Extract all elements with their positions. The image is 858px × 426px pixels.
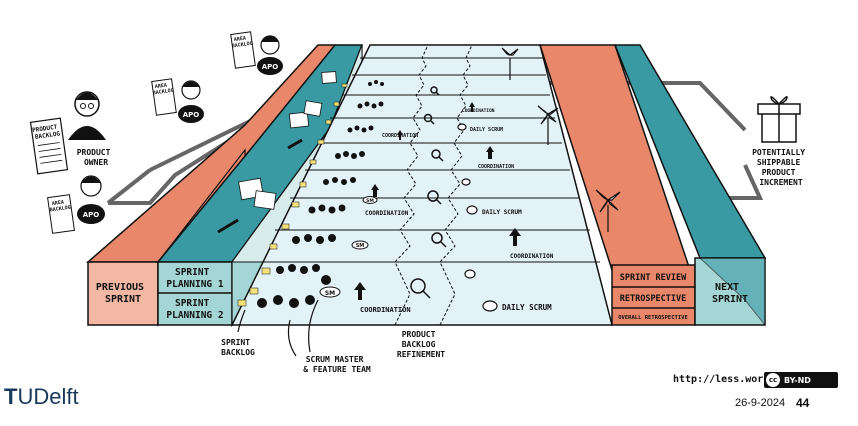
apo-person-1: APO xyxy=(257,36,283,75)
product-owner-label: PRODUCT OWNER xyxy=(77,148,116,167)
page-number: 44 xyxy=(796,396,809,410)
slide-date: 26-9-2024 xyxy=(735,397,785,409)
daily-scrum-label-1: DAILY SCRUM xyxy=(502,303,552,312)
less-works-url[interactable]: http://less.works xyxy=(673,374,775,385)
coordination-label-3: COORDINATION xyxy=(365,210,409,217)
svg-text:APO: APO xyxy=(183,111,200,119)
coordination-label-4: COORDINATION xyxy=(478,164,514,170)
cc-icon: cc xyxy=(766,373,780,387)
svg-text:APO: APO xyxy=(83,211,100,219)
svg-text:SM: SM xyxy=(356,243,365,249)
gift-box-icon xyxy=(758,97,800,142)
next-sprint-label: NEXT SPRINT xyxy=(712,282,748,305)
logo-t: T xyxy=(4,384,17,410)
logo-text: UDelft xyxy=(17,384,78,410)
coordination-label-2: COORDINATION xyxy=(510,253,554,260)
overall-retrospective-label: OVERALL RETROSPECTIVE xyxy=(618,315,688,321)
potentially-shippable-label: POTENTIALLY SHIPPABLE PRODUCT INCREMENT xyxy=(752,148,810,187)
apo-person-2: APO xyxy=(178,81,204,123)
coordination-label-5: COORDINATION xyxy=(382,133,418,139)
scrum-master-team-label: SCRUM MASTER & FEATURE TEAM xyxy=(303,355,371,374)
svg-text:SM: SM xyxy=(325,290,335,297)
retrospective-label: RETROSPECTIVE xyxy=(620,294,687,304)
tudelft-logo: TUDelft xyxy=(4,384,79,410)
product-owner xyxy=(68,92,106,140)
product-backlog-refinement-label: PRODUCT BACKLOG REFINEMENT xyxy=(397,330,445,359)
svg-text:SM: SM xyxy=(366,198,374,204)
daily-scrum-label-2: DAILY SCRUM xyxy=(482,209,522,216)
svg-text:APO: APO xyxy=(262,63,279,71)
sprint-review-label: SPRINT REVIEW xyxy=(620,273,687,283)
cc-license-badge: cc BY-ND xyxy=(764,372,838,388)
apo-person-3: APO xyxy=(77,176,105,224)
area-backlog-doc-3: AREA BACKLOG xyxy=(48,195,75,234)
coordination-label-6: COORDINATION xyxy=(462,108,495,114)
product-backlog-doc: PRODUCT BACKLOG xyxy=(31,118,68,174)
sprint-backlog-label: SPRINT BACKLOG xyxy=(221,338,255,357)
coordination-label-1: COORDINATION xyxy=(360,306,411,314)
area-backlog-doc-1: AREA BACKLOG xyxy=(231,32,256,68)
area-backlog-doc-2: AREA BACKLOG xyxy=(152,79,177,115)
daily-scrum-label-3: DAILY SCRUM xyxy=(470,127,503,133)
sprint-planning-2-label: SPRINT PLANNING 2 xyxy=(166,298,223,321)
license-text: BY-ND xyxy=(784,376,811,385)
